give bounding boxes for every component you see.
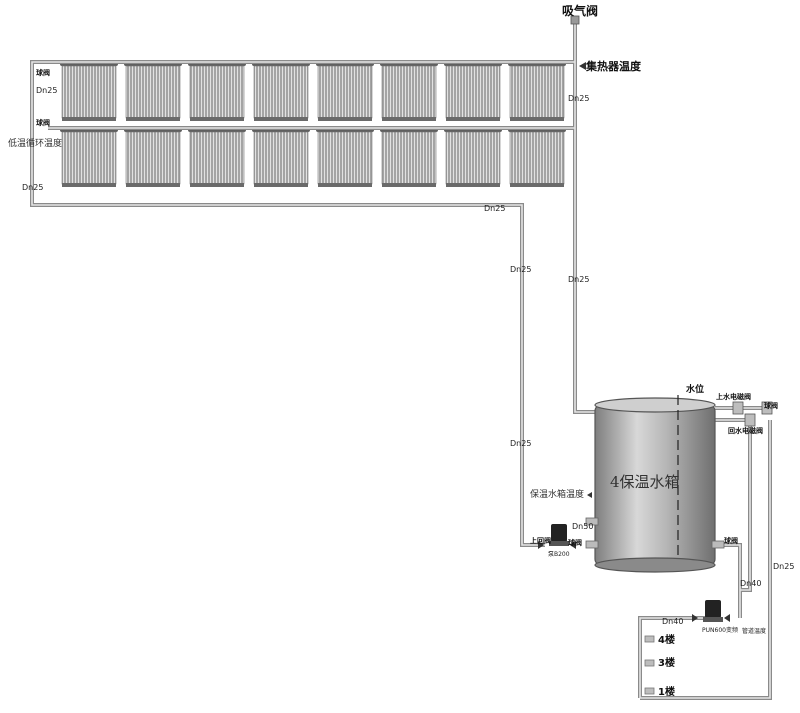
collector-panel [60,126,118,187]
pipe-network [30,22,772,700]
label-dn25-b: Dn25 [22,183,43,192]
collector-panel [444,126,502,187]
labels: 吸气阀 集热器温度 球阀 球阀 低温循环温度 Dn25 Dn25 Dn25 Dn… [8,3,794,698]
label-dn25-g: Dn25 [568,275,589,284]
pump-b200 [549,524,569,546]
collector-panel [316,126,374,187]
label-dn25-a: Dn25 [36,86,57,95]
label-inlet-valve: 上回阀 [530,536,551,545]
pipe-return-solenoid [715,418,752,592]
collector-panel [508,60,566,121]
label-pipe-temp: 管道温度 [742,627,766,635]
solar-collector-array [60,60,566,187]
label-ball-valve-1: 球阀 [36,68,50,77]
label-dn40-b: Dn40 [662,617,683,626]
collector-panel [124,60,182,121]
label-inlet-solenoid: 上水电磁阀 [716,392,751,401]
label-tank-temp: 保温水箱温度 [530,488,584,500]
collector-panel [252,126,310,187]
label-ball-valve-2: 球阀 [36,118,50,127]
sensor-arrows [579,62,592,498]
label-air-valve: 吸气阀 [562,3,598,18]
collector-panel [380,60,438,121]
label-return-solenoid: 回水电磁阀 [728,426,763,435]
label-water-level: 水位 [686,383,704,395]
label-ball-valve-3: 球阀 [764,401,778,410]
collector-panel [188,126,246,187]
storage-tank [585,395,725,573]
solenoid-valves [732,401,773,427]
label-dn25-c: Dn25 [484,204,505,213]
pump-pun600 [703,600,723,622]
collector-panel [316,60,374,121]
collector-panel [124,126,182,187]
label-dn25-f: Dn25 [568,94,589,103]
air-valve-icon [570,15,580,25]
label-ball-valve-5: 球阀 [724,536,738,545]
collector-panel [60,60,118,121]
pipe-right-riser [573,22,595,414]
label-tank-name: 4保温水箱 [610,473,680,491]
label-floor-4: 4楼 [658,633,675,646]
inline-valves [538,541,730,622]
collector-panel [188,60,246,121]
floor-taps [644,635,655,695]
label-dn25-d: Dn25 [510,265,531,274]
label-pump-b200: 泵B200 [548,551,570,558]
label-dn25-e: Dn25 [510,439,531,448]
label-dn40-a: Dn40 [740,579,761,588]
label-dn25-h: Dn25 [773,562,794,571]
collector-panel [444,60,502,121]
label-low-temp-circ: 低温循环温度 [8,137,62,149]
label-dn50: Dn50 [572,522,593,531]
collector-panel [380,126,438,187]
label-pump-pun600: PUN600变频 [702,626,738,634]
label-collector-temp: 集热器温度 [585,59,642,73]
label-floor-3: 3楼 [658,656,675,669]
label-floor-1: 1楼 [658,685,675,698]
collector-panel [252,60,310,121]
label-ball-valve-4: 球阀 [568,538,582,547]
collector-panel [508,126,566,187]
